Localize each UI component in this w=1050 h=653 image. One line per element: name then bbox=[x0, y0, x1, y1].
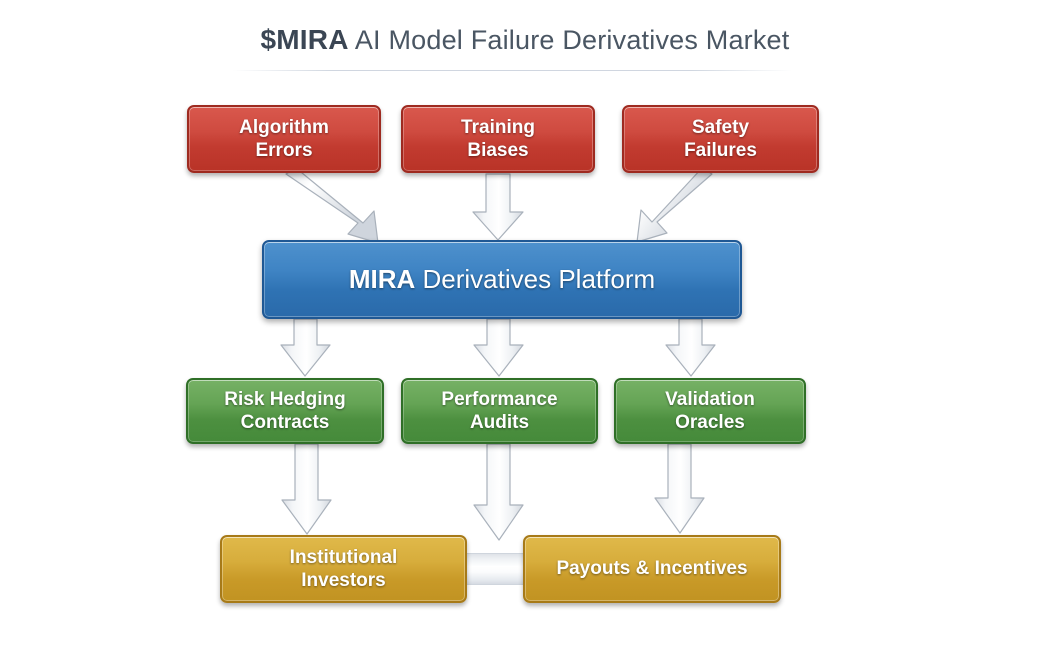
title-ticker: $MIRA bbox=[260, 24, 349, 55]
node-institutional-investors[interactable]: Institutional Investors bbox=[220, 535, 467, 603]
node-payouts-incentives[interactable]: Payouts & Incentives bbox=[523, 535, 781, 603]
node-risk-hedging-contracts-line1: Risk Hedging bbox=[224, 388, 346, 410]
connector-validation-oracles-to-payouts bbox=[654, 443, 705, 534]
title-subject: AI Model Failure Derivatives Market bbox=[354, 25, 790, 55]
node-payouts-incentives-line1: Payouts & Incentives bbox=[556, 558, 748, 580]
node-algorithm-errors[interactable]: Algorithm Errors bbox=[187, 105, 381, 173]
node-safety-failures-line2: Failures bbox=[684, 140, 757, 161]
node-performance-audits[interactable]: Performance Audits bbox=[401, 378, 598, 444]
connector-safety-failures-to-platform bbox=[636, 167, 713, 243]
connector-platform-to-risk-hedging bbox=[280, 318, 331, 377]
node-training-biases-line1: Training bbox=[461, 116, 535, 138]
node-institutional-investors-line2: Investors bbox=[301, 570, 386, 591]
node-safety-failures-line1: Safety bbox=[691, 116, 750, 138]
node-algorithm-errors-line2: Errors bbox=[255, 140, 313, 161]
node-algorithm-errors-line1: Algorithm bbox=[239, 116, 329, 138]
connector-platform-to-performance-audits bbox=[473, 318, 524, 377]
title-divider bbox=[232, 70, 792, 71]
node-training-biases[interactable]: Training Biases bbox=[401, 105, 595, 173]
node-training-biases-line2: Biases bbox=[467, 140, 529, 161]
connector-institutional-investors-to-payouts bbox=[466, 553, 524, 585]
node-performance-audits-line2: Audits bbox=[469, 412, 530, 433]
page-title: $MIRA AI Model Failure Derivatives Marke… bbox=[0, 24, 1050, 56]
node-mira-platform-rest: Derivatives Platform bbox=[422, 263, 656, 294]
node-mira-platform[interactable]: MIRA Derivatives Platform bbox=[262, 240, 742, 319]
node-risk-hedging-contracts-line2: Contracts bbox=[240, 412, 330, 433]
node-validation-oracles[interactable]: Validation Oracles bbox=[614, 378, 806, 444]
node-risk-hedging-contracts[interactable]: Risk Hedging Contracts bbox=[186, 378, 384, 444]
node-validation-oracles-line1: Validation bbox=[665, 388, 755, 410]
title-block: $MIRA AI Model Failure Derivatives Marke… bbox=[0, 24, 1050, 71]
connector-algorithm-errors-to-platform bbox=[285, 167, 379, 244]
connector-performance-audits-to-outcomes bbox=[473, 443, 524, 541]
node-safety-failures[interactable]: Safety Failures bbox=[622, 105, 819, 173]
connector-training-biases-to-platform bbox=[472, 173, 524, 241]
node-mira-platform-strong: MIRA bbox=[348, 263, 416, 294]
node-validation-oracles-line2: Oracles bbox=[675, 412, 745, 433]
connector-platform-to-validation-oracles bbox=[665, 318, 716, 377]
node-performance-audits-line1: Performance bbox=[441, 388, 558, 410]
node-institutional-investors-line1: Institutional bbox=[289, 546, 398, 568]
connector-risk-hedging-to-institutional-investors bbox=[281, 443, 332, 535]
